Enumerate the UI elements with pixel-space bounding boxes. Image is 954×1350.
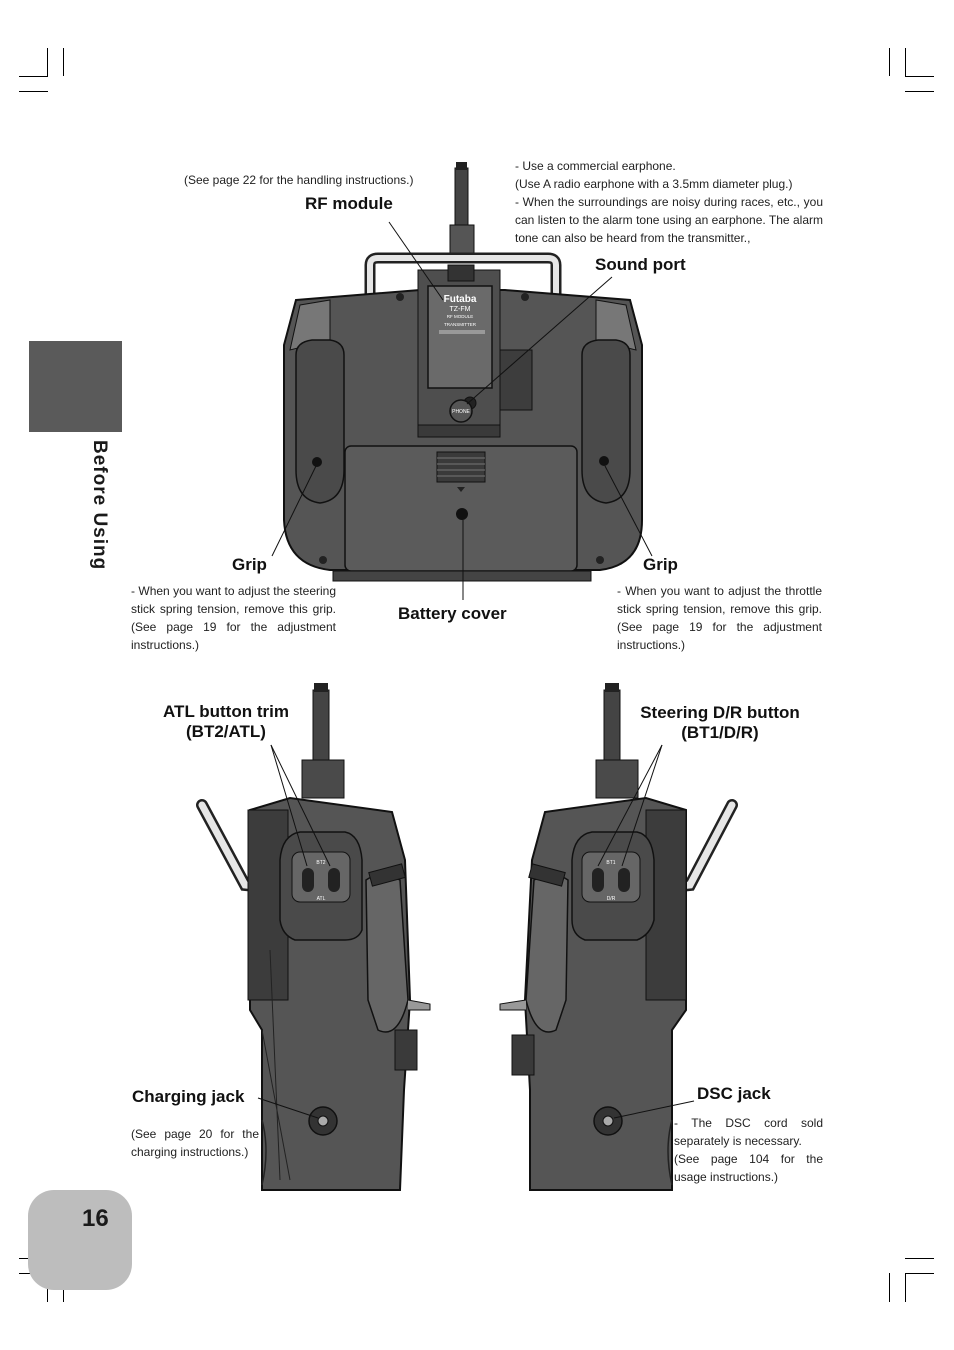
steering-dr-label-line: (BT1/D/R) (681, 723, 759, 742)
atl-text: ATL (317, 896, 326, 902)
module-line1-text: RF MODULE (447, 314, 474, 319)
dr-text: D/R (607, 896, 616, 902)
rf-module-note: (See page 22 for the handling instructio… (184, 173, 414, 187)
phone-jack-text: PHONE (452, 409, 470, 415)
crop-mark (905, 1273, 906, 1302)
crop-mark (889, 1273, 890, 1302)
right-side-view-transmitter: BT1 D/R (499, 683, 738, 1191)
crop-mark (19, 76, 48, 77)
sound-port-note: - Use a commercial earphone. (Use A radi… (515, 157, 823, 247)
grip-left-label: Grip (232, 555, 267, 574)
leader-lines (257, 221, 695, 1119)
module-brand-text: Futaba (444, 294, 477, 305)
grip-left-note: - When you want to adjust the steering s… (131, 584, 336, 652)
crop-mark (889, 48, 890, 76)
atl-button-trim-label: ATL button trim (BT2/ATL) (150, 702, 302, 742)
sound-port-note-line: (Use A radio earphone with a 3.5mm diame… (515, 177, 793, 191)
page-number-tab (28, 1190, 132, 1290)
left-side-view-transmitter: BT2 ATL (196, 683, 431, 1191)
crop-mark (63, 48, 64, 76)
crop-mark (19, 91, 48, 92)
page-number: 16 (82, 1205, 109, 1232)
section-tab (29, 341, 122, 432)
crop-mark (905, 91, 934, 92)
sound-port-note-line: - When the surroundings are noisy during… (515, 195, 823, 245)
module-line2-text: TRANSMITTER (444, 322, 477, 327)
bt1-text: BT1 (606, 860, 615, 866)
dsc-note-line: - The DSC cord sold separately is necess… (674, 1116, 823, 1148)
crop-mark (905, 1273, 934, 1274)
dsc-jack-label: DSC jack (697, 1084, 771, 1103)
crop-mark (905, 76, 934, 77)
grip-right-note: - When you want to adjust the throttle s… (617, 584, 822, 652)
atl-label-line: (BT2/ATL) (186, 722, 266, 741)
crop-mark (47, 48, 48, 76)
sound-port-note-line: - Use a commercial earphone. (515, 159, 676, 173)
atl-label-line: ATL button trim (163, 702, 289, 721)
rear-view-transmitter: Futaba TZ-FM RF MODULE TRANSMITTER PHONE (283, 162, 643, 582)
sound-port-label: Sound port (595, 255, 686, 274)
steering-dr-button-label: Steering D/R button (BT1/D/R) (622, 703, 818, 743)
crop-mark (905, 1258, 934, 1259)
crop-mark (905, 48, 906, 76)
rf-module-label: RF module (305, 194, 393, 213)
dsc-note-line: (See page 104 for the usage instructions… (674, 1152, 823, 1184)
charging-jack-label: Charging jack (132, 1087, 245, 1106)
battery-cover-label: Battery cover (398, 604, 507, 623)
module-model-text: TZ-FM (450, 306, 471, 313)
dsc-jack-note: - The DSC cord sold separately is necess… (674, 1114, 823, 1186)
steering-dr-label-line: Steering D/R button (640, 703, 800, 722)
charging-jack-note: (See page 20 for the charging instructio… (131, 1127, 259, 1159)
bt2-text: BT2 (316, 860, 325, 866)
grip-right-label: Grip (643, 555, 678, 574)
